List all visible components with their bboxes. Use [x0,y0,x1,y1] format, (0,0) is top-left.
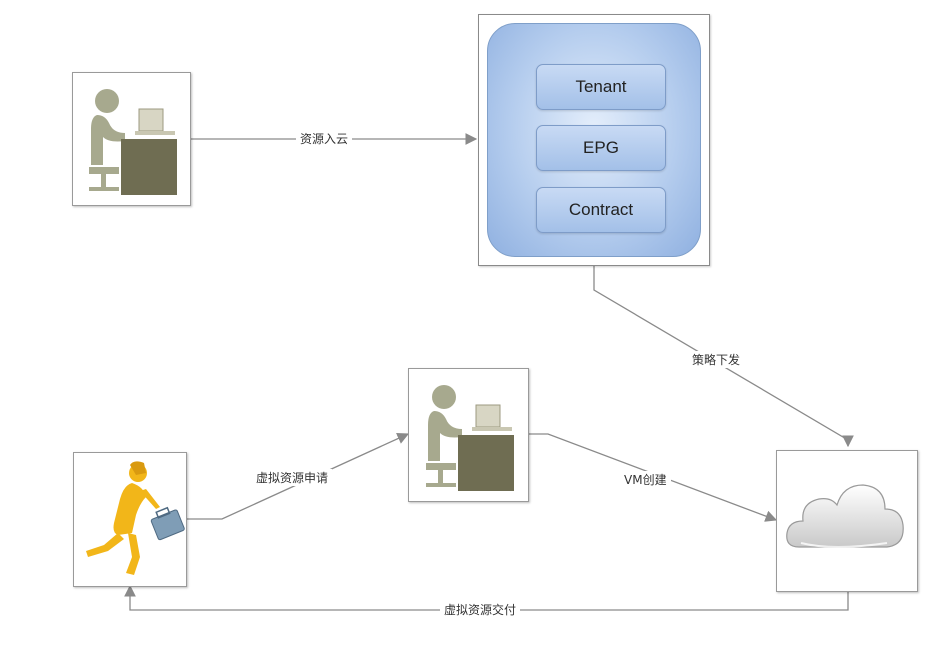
admin-card [72,72,191,206]
vr-deliver-label: 虚拟资源交付 [440,601,521,618]
contract-object[interactable]: Contract [536,187,666,233]
admin-at-desk-icon [89,89,177,195]
policy-model-panel: Tenant EPG Contract [478,14,710,266]
resource-onboard-label: 资源入云 [296,130,353,147]
tenant-user-card [73,452,187,587]
arrow-vm-create [528,433,778,522]
cloud-icon [786,484,904,548]
operator-card [408,368,529,502]
epg-label: EPG [583,138,619,157]
contract-label: Contract [568,200,634,219]
operator-at-desk-icon [426,385,514,491]
arrow-vr-request [186,433,410,520]
epg-object[interactable]: EPG [536,125,666,171]
policy-push-label: 策略下发 [688,351,745,368]
cloud-card [776,450,918,592]
vm-create-label: VM创建 [620,471,671,488]
policy-model-container: Tenant EPG Contract [487,23,701,257]
vr-request-label: 虚拟资源申请 [252,469,333,486]
tenant-object[interactable]: Tenant [536,64,666,110]
running-user-with-briefcase-icon [86,461,185,575]
tenant-label: Tenant [575,77,627,96]
